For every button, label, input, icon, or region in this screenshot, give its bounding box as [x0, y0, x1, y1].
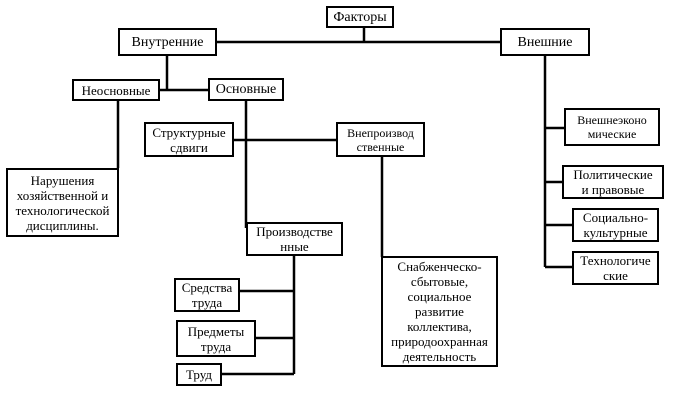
production-node: Производстве нные	[246, 222, 343, 256]
internal-factors-node: Внутренние	[118, 28, 217, 56]
labor-node: Труд	[176, 363, 222, 386]
socio-cultural-node: Социально- культурные	[572, 208, 659, 242]
political-legal-node: Политические и правовые	[562, 165, 664, 199]
foreign-economic-node: Внешнеэконо мические	[564, 108, 660, 146]
objects-of-labor-node: Предметы труда	[176, 320, 256, 357]
technological-node: Технологиче ские	[572, 251, 659, 285]
core-node: Основные	[208, 78, 284, 101]
factors-node: Факторы	[326, 6, 394, 28]
external-factors-node: Внешние	[500, 28, 590, 56]
non-production-node: Внепроизвод ственные	[336, 122, 425, 157]
structural-shifts-node: Структурные сдвиги	[144, 122, 234, 157]
non-core-node: Неосновные	[72, 79, 160, 101]
supply-social-environmental-node: Снабженческо- сбытовые, социальное разви…	[381, 256, 498, 367]
means-of-labor-node: Средства труда	[174, 278, 240, 312]
violations-node: Нарушения хозяйственной и технологическо…	[6, 168, 119, 237]
